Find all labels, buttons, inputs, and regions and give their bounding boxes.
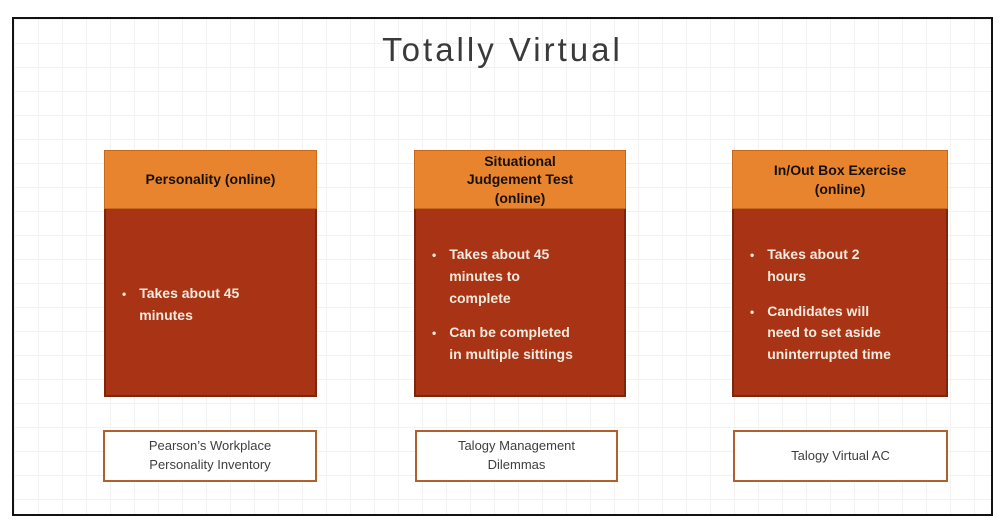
bullet-item: • Takes about 45 minutes xyxy=(122,283,303,327)
label-box-talogy-virtual-ac: Talogy Virtual AC xyxy=(733,430,948,482)
slide-frame: Totally Virtual Personality (online) • T… xyxy=(12,17,993,516)
bullet-text: Takes about 45 minutes to complete xyxy=(449,245,550,306)
bullet-item: • Can be completed in multiple sittings xyxy=(432,322,612,366)
label-box-talogy-management-dilemmas: Talogy Management Dilemmas xyxy=(415,430,618,482)
bullet-text: Candidates will need to set aside uninte… xyxy=(767,302,891,363)
label-box-text: Talogy Management Dilemmas xyxy=(457,438,576,472)
label-box-text: Pearson’s Workplace Personality Inventor… xyxy=(148,438,272,472)
bullet-text: Takes about 45 minutes xyxy=(139,285,240,323)
column-body: • Takes about 45 minutes to complete • C… xyxy=(414,209,626,397)
bullet-item: • Takes about 45 minutes to complete xyxy=(432,244,612,310)
column-header: Situational Judgement Test (online) xyxy=(414,150,626,209)
slide-title: Totally Virtual xyxy=(382,31,623,68)
column-body: • Takes about 45 minutes xyxy=(104,209,317,397)
bullet-icon: • xyxy=(122,287,127,302)
bullet-icon: • xyxy=(432,247,437,262)
label-box-text: Talogy Virtual AC xyxy=(791,447,890,463)
bullet-item: • Takes about 2 hours xyxy=(750,244,934,288)
bullet-text: Can be completed in multiple sittings xyxy=(449,324,573,363)
column-in-out-box-exercise: In/Out Box Exercise (online) • Takes abo… xyxy=(732,150,948,397)
column-header: In/Out Box Exercise (online) xyxy=(732,150,948,209)
column-body: • Takes about 2 hours • Candidates will … xyxy=(732,209,948,397)
bullet-icon: • xyxy=(750,304,755,319)
bullet-icon: • xyxy=(432,326,437,341)
column-personality-online: Personality (online) • Takes about 45 mi… xyxy=(104,150,317,397)
column-header: Personality (online) xyxy=(104,150,317,209)
bullet-icon: • xyxy=(750,247,755,262)
bullet-item: • Candidates will need to set aside unin… xyxy=(750,301,934,367)
column-situational-judgement-test: Situational Judgement Test (online) • Ta… xyxy=(414,150,626,397)
label-box-pearsons-workplace-personality-inventory: Pearson’s Workplace Personality Inventor… xyxy=(103,430,317,482)
bullet-text: Takes about 2 hours xyxy=(767,245,860,284)
